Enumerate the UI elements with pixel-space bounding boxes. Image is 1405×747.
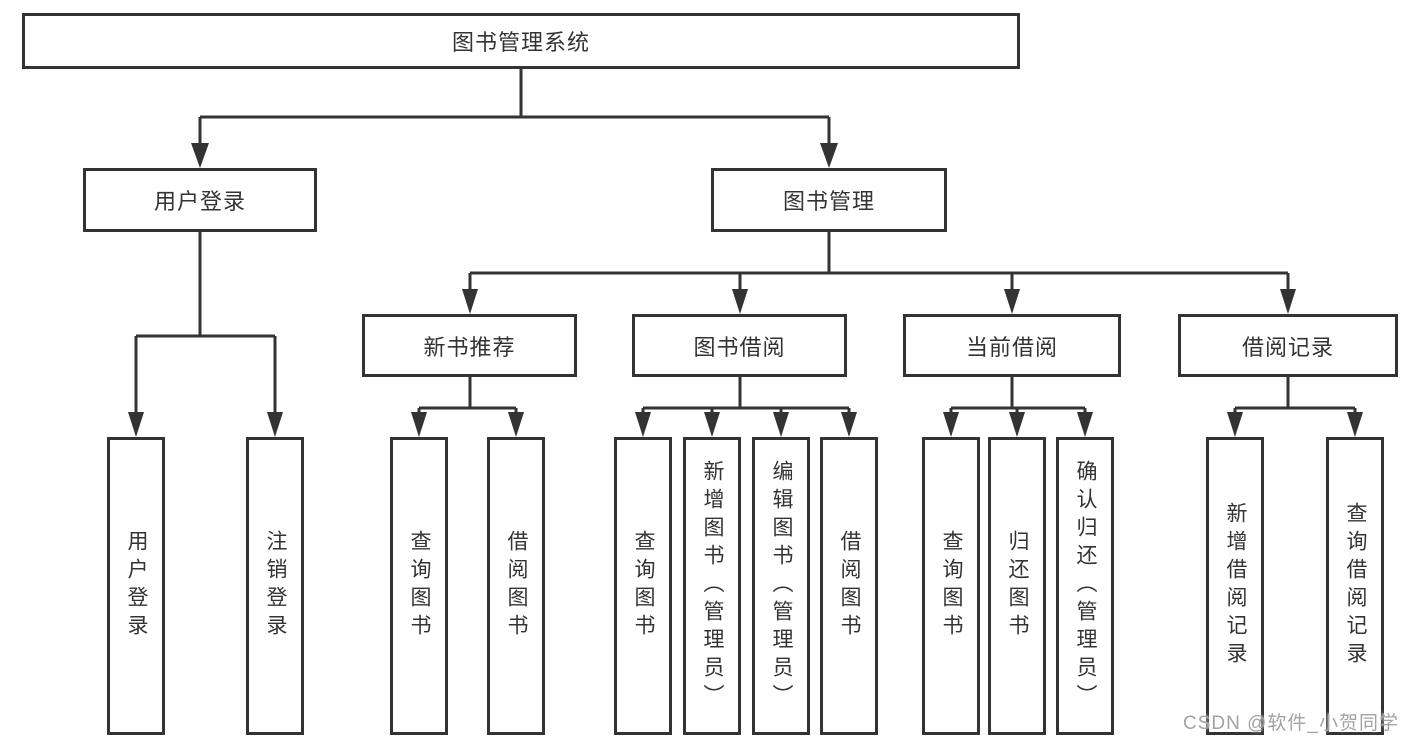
connector-lines xyxy=(641,377,851,414)
node-label: 新增借阅记录 xyxy=(1224,502,1247,670)
node-label: 借阅图书 xyxy=(505,530,528,642)
node-label: 新增图书（管理员） xyxy=(701,460,724,712)
node-label: 用户登录 xyxy=(153,189,246,214)
arrowhead-icon xyxy=(943,412,959,437)
leaf-add-books-admin: 新增图书（管理员） xyxy=(683,437,741,735)
node-label: 查询借阅记录 xyxy=(1344,502,1367,670)
node-label: 用户登录 xyxy=(125,530,148,642)
node-book-borrowing: 图书借阅 xyxy=(632,314,847,377)
leaf-user-login: 用户登录 xyxy=(107,437,165,735)
node-label: 新书推荐 xyxy=(423,334,516,360)
connector-lines xyxy=(417,377,518,414)
leaf-query-borrow-record: 查询借阅记录 xyxy=(1326,437,1384,735)
connector-lines xyxy=(949,377,1087,414)
arrowhead-icon xyxy=(508,412,524,437)
arrowhead-icon xyxy=(1227,412,1243,437)
node-label: 查询图书 xyxy=(940,530,963,642)
node-current-borrowing: 当前借阅 xyxy=(903,314,1121,377)
node-label: 借阅图书 xyxy=(838,530,861,642)
arrowhead-icon xyxy=(820,143,838,168)
node-library-management-system: 图书管理系统 xyxy=(22,13,1020,69)
arrowhead-icon xyxy=(1004,289,1020,314)
leaf-borrow-books-2: 借阅图书 xyxy=(820,437,878,735)
leaf-query-books-3: 查询图书 xyxy=(922,437,980,735)
arrowhead-icon xyxy=(462,289,478,314)
connector-lines xyxy=(134,232,277,414)
connector-lines xyxy=(1233,377,1357,414)
arrowhead-icon xyxy=(841,412,857,437)
node-label: 借阅记录 xyxy=(1241,334,1334,360)
node-book-management: 图书管理 xyxy=(711,168,947,232)
arrowhead-icon xyxy=(191,143,209,168)
node-label: 图书管理 xyxy=(782,189,875,214)
node-user-login: 用户登录 xyxy=(83,168,317,232)
arrowhead-icon xyxy=(732,289,748,314)
arrowhead-icon xyxy=(1077,412,1093,437)
node-label: 图书借阅 xyxy=(693,334,786,360)
connector-lines xyxy=(198,69,831,146)
leaf-query-books-2: 查询图书 xyxy=(614,437,672,735)
node-label: 归还图书 xyxy=(1006,530,1029,642)
arrowhead-icon xyxy=(704,412,720,437)
leaf-logout: 注销登录 xyxy=(246,437,304,735)
leaf-borrow-books: 借阅图书 xyxy=(487,437,545,735)
leaf-add-borrow-record: 新增借阅记录 xyxy=(1206,437,1264,735)
arrowhead-icon xyxy=(128,412,144,437)
arrowhead-icon xyxy=(1280,289,1296,314)
arrowhead-icon xyxy=(411,412,427,437)
arrowhead-icon xyxy=(635,412,651,437)
arrowhead-icon xyxy=(267,412,283,437)
leaf-edit-books-admin: 编辑图书（管理员） xyxy=(752,437,810,735)
node-label: 编辑图书（管理员） xyxy=(770,460,793,712)
node-label: 查询图书 xyxy=(408,530,431,642)
node-label: 当前借阅 xyxy=(965,334,1058,360)
leaf-confirm-return-admin: 确认归还（管理员） xyxy=(1056,437,1114,735)
node-new-book-recommendation: 新书推荐 xyxy=(362,314,577,377)
connector-lines xyxy=(468,232,1290,291)
arrowhead-icon xyxy=(1009,412,1025,437)
node-borrowing-records: 借阅记录 xyxy=(1178,314,1398,377)
leaf-return-books: 归还图书 xyxy=(988,437,1046,735)
leaf-query-books: 查询图书 xyxy=(390,437,448,735)
arrowhead-icon xyxy=(773,412,789,437)
node-label: 图书管理系统 xyxy=(451,30,590,55)
node-label: 查询图书 xyxy=(632,530,655,642)
node-label: 确认归还（管理员） xyxy=(1074,460,1097,712)
node-label: 注销登录 xyxy=(264,530,287,642)
arrowhead-icon xyxy=(1347,412,1363,437)
